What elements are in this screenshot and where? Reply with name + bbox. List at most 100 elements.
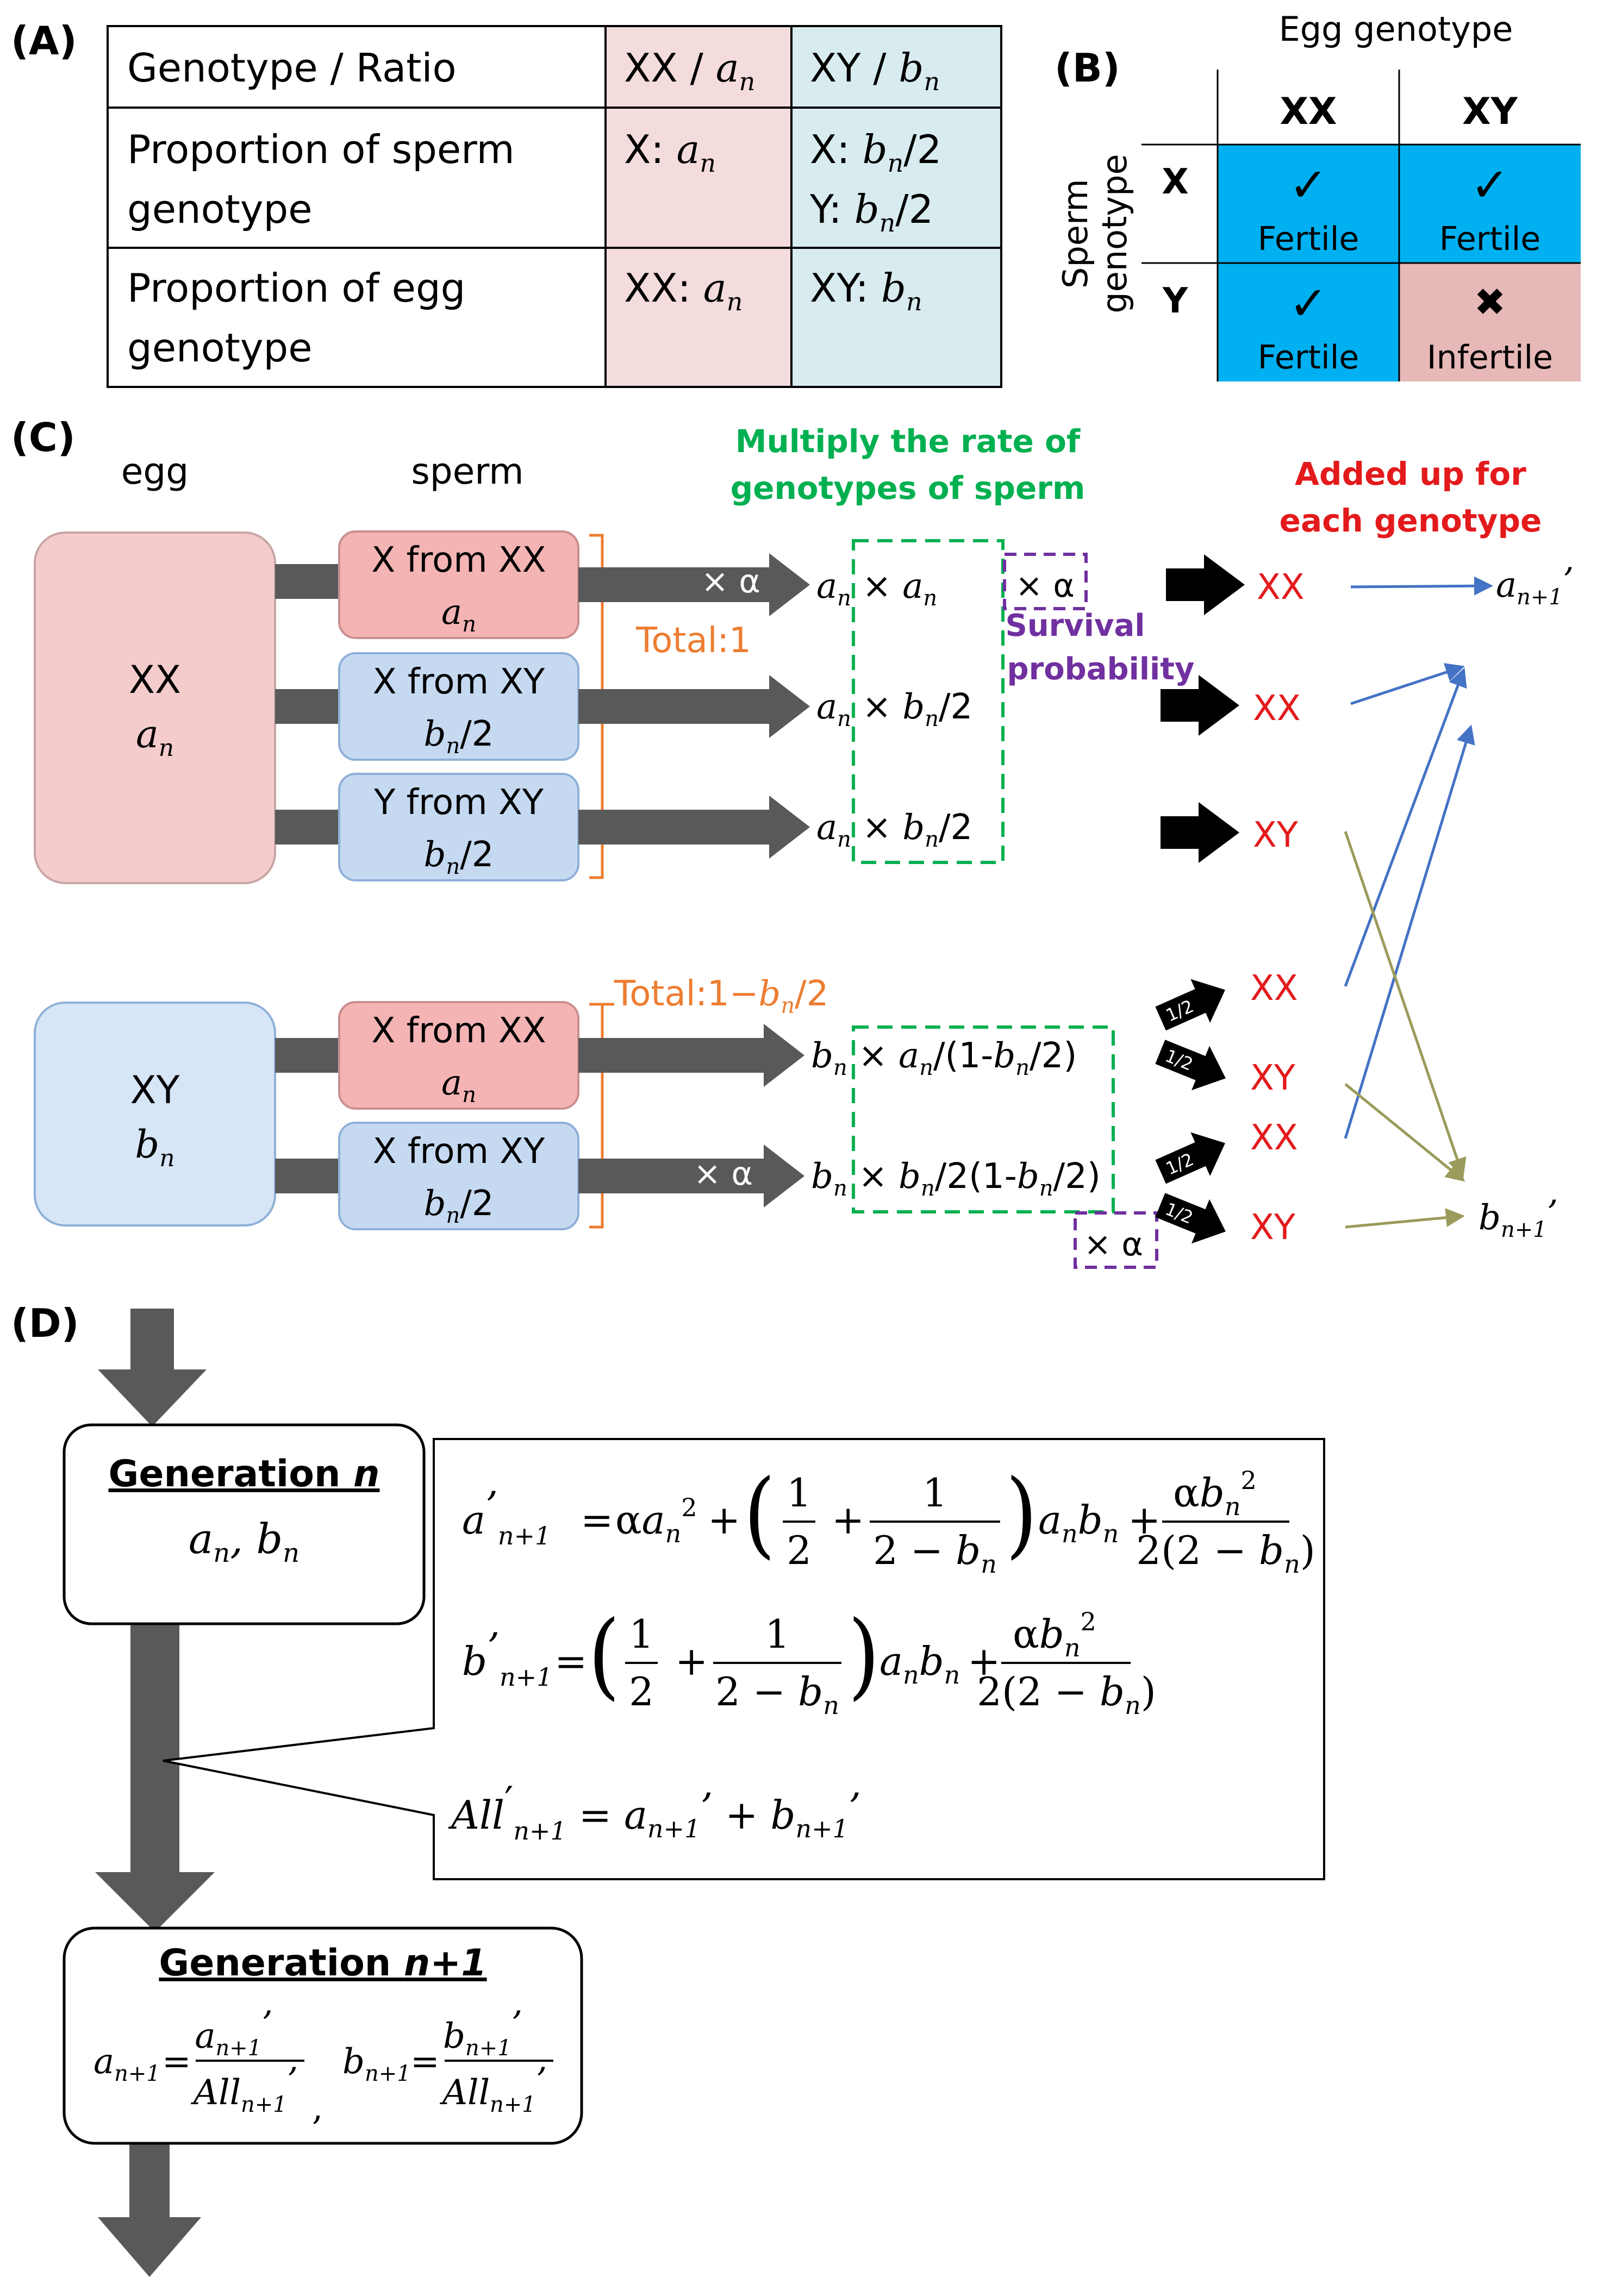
total-1: Total:1 (635, 621, 751, 661)
eq2-frac2-den: 2 − bn (715, 1669, 839, 1720)
table-b-col-xy: XY (1462, 90, 1518, 133)
panel-label-d: (D) (11, 1300, 79, 1346)
result-6: XX (1250, 1118, 1298, 1158)
b-next-prime: bn+1’ (1479, 1193, 1558, 1242)
generation-n1-box (63, 1926, 583, 2145)
sperm-box-1-label: X from XX (371, 540, 546, 580)
sperm-box-5-var: bn/2 (423, 1184, 494, 1228)
table-a-border (107, 25, 1002, 388)
table-a-cell-fill-xy (791, 26, 1001, 387)
table-b-fertile-2: Fertile (1439, 220, 1541, 258)
eq1-term1: αan2 (615, 1493, 697, 1548)
eq1-lparen: ( (744, 1460, 776, 1569)
connector-4 (275, 1038, 340, 1073)
times-alpha-purple-1: × α (1015, 567, 1075, 605)
egg-box-xx-var: an (136, 712, 174, 762)
eq2-frac3-num: αbn2 (1013, 1607, 1096, 1662)
table-a-header-label: Genotype / Ratio (127, 45, 457, 91)
total-2: Total:1−bn/2 (614, 974, 828, 1018)
product-3: an × bn/2 (816, 808, 972, 852)
norm-b-den: Alln+1’ (440, 2061, 547, 2117)
big-arrow-2 (578, 675, 810, 738)
eq1-frac2-den: 2 − bn (873, 1528, 997, 1579)
panel-label-a: (A) (11, 18, 77, 64)
table-b-fertile-3: Fertile (1258, 339, 1359, 377)
product-2: an × bn/2 (816, 687, 972, 731)
table-a-header-xx: XX / an (624, 45, 755, 96)
big-arrow-4 (578, 1024, 804, 1087)
sperm-box-2-label: X from XY (373, 662, 545, 702)
table-b-egg-title: Egg genotype (1279, 9, 1513, 49)
times-alpha-purple-2: × α (1084, 1225, 1143, 1263)
big-arrow-3 (578, 796, 810, 859)
norm-a-lhs: an+1 (93, 2042, 160, 2086)
generation-n1-title: Generation n+1 (159, 1942, 486, 1985)
generation-n-title: Generation n (109, 1453, 380, 1496)
table-b: Egg genotype Spermgenotype XX XY X Y ✓ F… (1056, 9, 1581, 381)
equation-a: a’n+1 = αan2 + ( 1 2 + 1 2 − bn ) anbn +… (462, 1460, 1315, 1579)
table-b-infertile: Infertile (1427, 339, 1553, 377)
result-4: XX (1250, 968, 1298, 1009)
table-a: Genotype / Ratio XX / an XY / bn Proport… (107, 25, 1002, 388)
sum-arrow-olive-1 (1344, 831, 1467, 1178)
connector-1 (275, 564, 340, 599)
result-1: XX (1257, 567, 1305, 608)
panel-label-b: (B) (1055, 45, 1120, 91)
flow-arrow-middle (95, 1622, 215, 1932)
table-a-row2-label-line2: genotype (127, 325, 313, 371)
table-a-row1-xy-y: Y: bn/2 (809, 186, 933, 237)
eq1-lhs: a’n+1 (462, 1483, 551, 1550)
check-icon: ✓ (1289, 277, 1328, 331)
product-5: bn × bn/2(1-bn/2) (811, 1156, 1101, 1201)
generation-n-vars: an, bn (189, 1515, 300, 1568)
half-arrow-1: 1/2 (1155, 979, 1225, 1031)
table-b-cell-y-xx (1218, 263, 1399, 381)
normalized-b: bn+1 = bn+1’ Alln+1’ (342, 2004, 553, 2117)
black-arrow-3 (1161, 802, 1239, 863)
table-a-row2-label-line1: Proportion of egg (127, 265, 465, 311)
table-a-cell-fill-xx (606, 26, 791, 387)
sum-arrow-blue-1 (1350, 576, 1493, 596)
table-a-row1-xx: X: an (624, 127, 716, 178)
norm-b-equals: = (410, 2042, 440, 2082)
eq1-plus3: + (1128, 1497, 1161, 1543)
check-icon: ✓ (1470, 158, 1509, 212)
eq2-frac1-den: 2 (629, 1669, 654, 1715)
half-arrow-3: 1/2 (1155, 1132, 1225, 1184)
table-a-row1-xy-x: X: bn/2 (810, 127, 941, 178)
sperm-box-3-var: bn/2 (423, 835, 494, 879)
sperm-box-5-label: X from XY (373, 1131, 545, 1172)
eq1-frac3-num: αbn2 (1173, 1466, 1257, 1521)
big-arrow-1 (578, 553, 810, 616)
flow-arrow-top (98, 1309, 207, 1427)
connector-3 (275, 810, 340, 844)
eq1-frac1-den: 2 (787, 1528, 812, 1573)
product-4: bn × an/(1-bn/2) (811, 1036, 1077, 1080)
norm-b-lhs: bn+1 (342, 2042, 411, 2086)
eq1-plus1: + (708, 1497, 740, 1543)
sperm-box-4-label: X from XX (371, 1011, 546, 1051)
sperm-box-2-var: bn/2 (423, 714, 494, 759)
eq2-rparen: ) (848, 1601, 880, 1710)
eq1-frac2-num: 1 (922, 1470, 947, 1516)
eq2-frac2-num: 1 (765, 1611, 790, 1657)
cross-icon: ✖ (1474, 280, 1506, 324)
norm-a-den: Alln+1’ (191, 2061, 298, 2117)
sperm-box-4-var: an (441, 1063, 476, 1108)
callout-box (163, 1438, 1325, 1880)
sum-arrow-olive-3 (1345, 1208, 1465, 1229)
black-arrow-2 (1161, 675, 1239, 736)
a-next-prime: an+1’ (1496, 561, 1574, 610)
table-b-cell-x-xy (1399, 145, 1581, 263)
orange-bracket-2 (589, 1003, 614, 1229)
col-header-sperm: sperm (411, 451, 523, 492)
table-a-row1-label-line2: genotype (127, 186, 313, 232)
eq2-term1: anbn (879, 1638, 960, 1690)
table-b-cell-y-xy (1399, 263, 1581, 381)
sum-arrow-olive-2 (1344, 1083, 1465, 1182)
check-icon: ✓ (1289, 158, 1328, 212)
product-1: an × an (816, 566, 937, 611)
